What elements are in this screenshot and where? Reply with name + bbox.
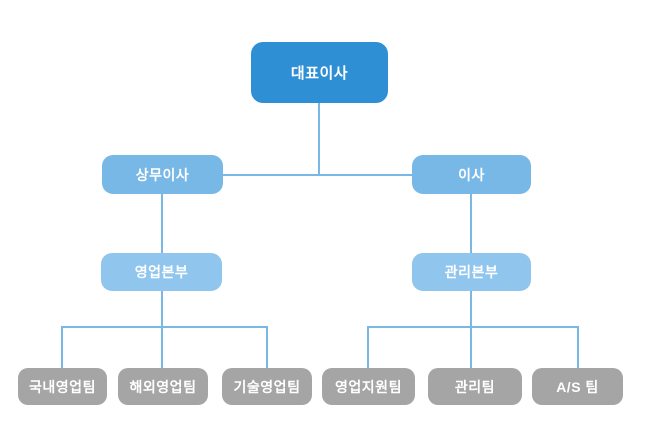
org-node-sales-hq: 영업본부 xyxy=(101,253,222,291)
connector-line-smd-to-saleshq xyxy=(161,194,163,253)
org-node-mgmt-hq: 관리본부 xyxy=(412,253,531,291)
org-node-label-mgmt-hq: 관리본부 xyxy=(444,264,499,280)
org-node-label-as-team: A/S 팀 xyxy=(556,378,599,395)
org-node-label-domestic-sales: 국내영업팀 xyxy=(29,378,96,395)
connector-line-director-to-mgmthq xyxy=(470,194,472,253)
org-node-label-director: 이사 xyxy=(458,166,485,183)
org-node-sales-support: 영업지원팀 xyxy=(322,368,415,405)
org-node-domestic-sales: 국내영업팀 xyxy=(18,368,107,405)
org-node-label-sales-support: 영업지원팀 xyxy=(335,378,402,395)
connector-line-mgmthq-center-drop xyxy=(470,291,472,368)
connector-line-level2-crossbar xyxy=(223,174,412,176)
org-node-mgmt-team: 관리팀 xyxy=(428,368,522,405)
connector-line-drop-tech xyxy=(266,326,268,368)
connector-line-right-branch-bar xyxy=(367,326,579,328)
org-node-label-smd: 상무이사 xyxy=(135,166,190,183)
org-node-director: 이사 xyxy=(412,155,531,194)
connector-line-drop-salessupport xyxy=(367,326,369,368)
connector-line-left-branch-bar xyxy=(61,326,268,328)
connector-line-drop-domestic xyxy=(61,326,63,368)
org-node-label-ceo: 대표이사 xyxy=(290,65,349,82)
org-node-label-overseas-sales: 해외영업팀 xyxy=(129,378,197,395)
org-node-as-team: A/S 팀 xyxy=(532,368,623,405)
org-node-label-mgmt-team: 관리팀 xyxy=(454,378,496,395)
org-node-tech-sales: 기술영업팀 xyxy=(222,368,312,405)
connector-line-ceo-drop xyxy=(318,103,320,176)
org-node-label-tech-sales: 기술영업팀 xyxy=(233,378,301,395)
org-node-ceo: 대표이사 xyxy=(251,42,388,103)
org-node-label-sales-hq: 영업본부 xyxy=(134,264,189,280)
connector-line-saleshq-center-drop xyxy=(161,291,163,368)
org-node-smd: 상무이사 xyxy=(102,155,223,194)
org-node-overseas-sales: 해외영업팀 xyxy=(118,368,208,405)
connector-line-drop-asteam xyxy=(577,326,579,368)
